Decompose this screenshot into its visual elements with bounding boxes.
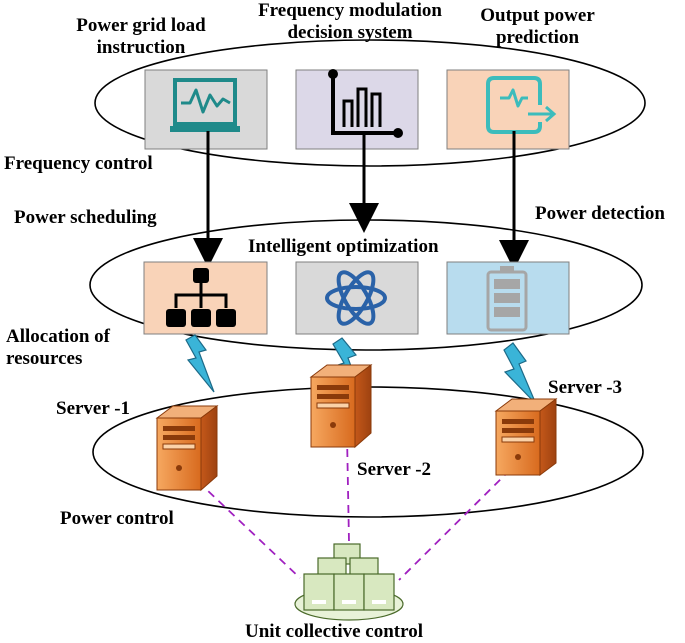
server-3-label: Server -3 bbox=[548, 377, 623, 398]
power-detection-label: Power detection bbox=[535, 203, 665, 224]
optimization-box bbox=[295, 261, 419, 335]
hierarchy-icon bbox=[166, 268, 236, 327]
unit-collective-label: Unit collective control bbox=[245, 621, 423, 642]
server-1-icon bbox=[155, 405, 219, 492]
detection-box bbox=[446, 261, 570, 335]
monitor-chart-icon bbox=[170, 78, 240, 132]
power-control-label: Power control bbox=[60, 508, 174, 529]
allocation-label: Allocation of resources bbox=[6, 326, 110, 369]
bar-chart-icon bbox=[328, 69, 403, 138]
fm-decision-label: Frequency modulation decision system bbox=[258, 0, 442, 43]
lightning-bolt-3 bbox=[503, 342, 537, 405]
unit-stack-icon bbox=[294, 543, 404, 621]
output-prediction-box bbox=[446, 69, 570, 150]
output-prediction-label: Output power prediction bbox=[480, 5, 595, 48]
grid-load-label: Power grid load instruction bbox=[76, 15, 206, 58]
dashed-link-server1 bbox=[187, 471, 301, 579]
frequency-control-label: Frequency control bbox=[4, 153, 153, 174]
lightning-bolt-1 bbox=[185, 334, 215, 393]
battery-icon bbox=[486, 266, 528, 332]
atom-icon bbox=[325, 270, 387, 326]
server-3-icon bbox=[494, 398, 558, 476]
intelligent-optimization-label: Intelligent optimization bbox=[248, 236, 439, 257]
server-2-icon bbox=[309, 364, 373, 449]
scheduling-box bbox=[143, 261, 268, 335]
dashed-link-server2 bbox=[346, 434, 350, 543]
power-export-icon bbox=[486, 76, 557, 134]
grid-load-box bbox=[144, 69, 268, 150]
power-scheduling-label: Power scheduling bbox=[14, 207, 157, 228]
server-2-label: Server -2 bbox=[357, 459, 432, 480]
fm-decision-box bbox=[295, 69, 419, 150]
server-1-label: Server -1 bbox=[56, 398, 131, 419]
dashed-link-server3 bbox=[398, 459, 521, 581]
top-layer-ellipse bbox=[94, 39, 646, 167]
